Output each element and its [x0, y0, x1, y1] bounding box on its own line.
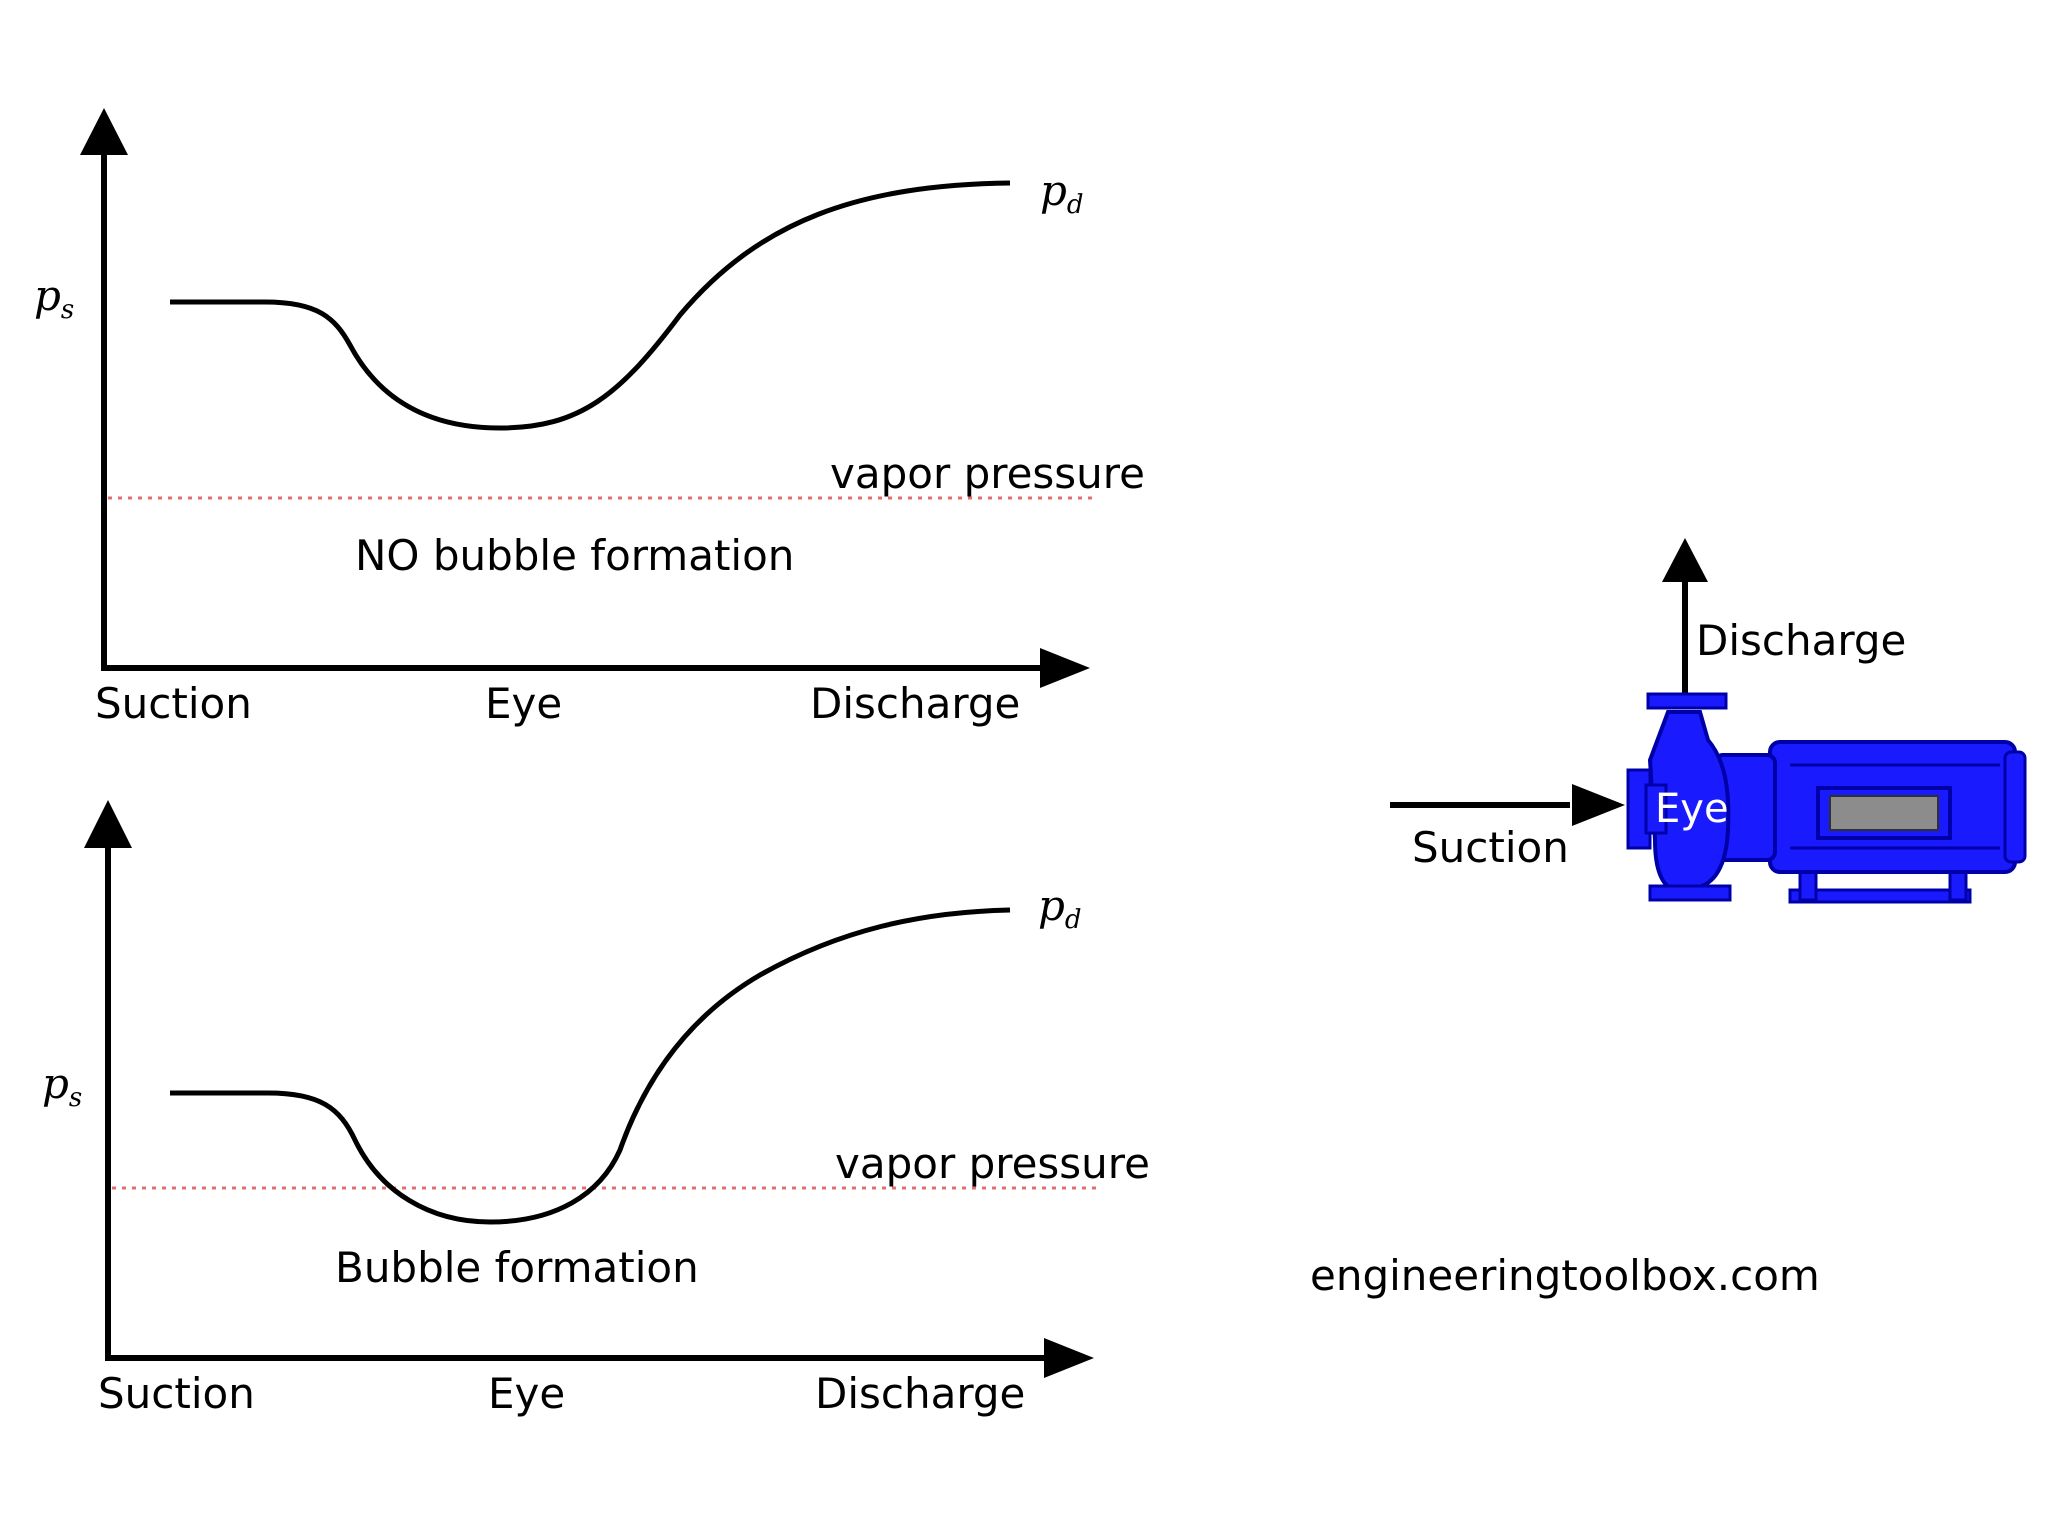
bottom-region-label: Bubble formation — [335, 1243, 699, 1292]
top-x-tick-discharge: Discharge — [810, 679, 1020, 728]
top-x-tick-suction: Suction — [95, 679, 252, 728]
suction-arrow-head — [1572, 784, 1625, 826]
watermark: engineeringtoolbox.com — [1310, 1251, 1820, 1300]
bottom-diagram: ps pd vapor pressure Bubble formation Su… — [42, 800, 1150, 1418]
bottom-y-axis-arrowhead — [84, 800, 132, 848]
top-x-tick-eye: Eye — [485, 679, 562, 728]
bottom-vapor-pressure-label: vapor pressure — [835, 1139, 1150, 1188]
top-y-axis-arrowhead — [80, 108, 128, 155]
pump-base-rail — [1788, 888, 1972, 904]
pump-suction-label: Suction — [1412, 823, 1569, 872]
pump-motor-end-cap — [2003, 750, 2027, 864]
bottom-end-label: pd — [1038, 881, 1082, 935]
pump-volute-casing — [1647, 710, 1731, 890]
top-region-label: NO bubble formation — [355, 531, 794, 580]
pump-discharge-flange — [1646, 692, 1728, 710]
pump-illustration: Discharge Suction Eye — [1390, 538, 2027, 904]
bottom-x-tick-suction: Suction — [98, 1369, 255, 1418]
bottom-pressure-curve — [170, 907, 1011, 1225]
bottom-x-tick-discharge: Discharge — [815, 1369, 1025, 1418]
pump-suction-nozzle — [1644, 783, 1668, 835]
pump-discharge-label: Discharge — [1696, 616, 1906, 665]
pump-bottom-flange — [1648, 884, 1732, 902]
top-pressure-curve — [170, 180, 1011, 431]
bottom-x-tick-eye: Eye — [488, 1369, 565, 1418]
top-diagram: ps pd vapor pressure NO bubble formation… — [34, 108, 1145, 728]
pump-motor-nameplate — [1829, 795, 1939, 831]
pump-eye-label: Eye — [1655, 786, 1729, 832]
top-vapor-pressure-label: vapor pressure — [830, 449, 1145, 498]
discharge-arrow-head — [1662, 538, 1708, 582]
top-x-axis-arrowhead — [1040, 648, 1090, 688]
top-end-label: pd — [1040, 166, 1084, 220]
bottom-x-axis-arrowhead — [1044, 1338, 1094, 1378]
bottom-start-label: ps — [42, 1059, 82, 1113]
top-start-label: ps — [34, 271, 74, 325]
